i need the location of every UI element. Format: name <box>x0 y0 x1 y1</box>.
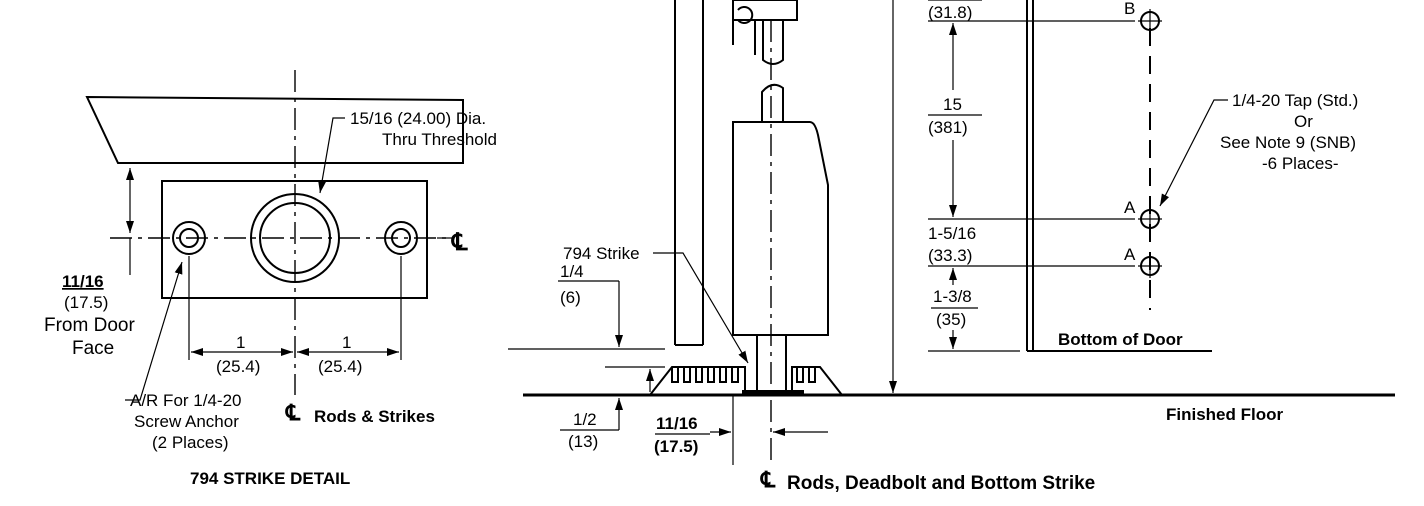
tap-note-line-4: -6 Places- <box>1262 154 1339 173</box>
half-dim-value: 1/2 <box>573 410 597 429</box>
offset-dim-value: 11/16 <box>62 272 104 291</box>
offset-dim-mm: (17.5) <box>64 293 108 312</box>
door-elevation: 794 Strike 1/4 (6) 1/2 (13) 11/16 (17.5)… <box>508 0 1395 494</box>
deadbolt-housing <box>732 121 829 336</box>
left-anchor-inner <box>179 228 199 248</box>
spacing-left-mm: (25.4) <box>216 357 260 376</box>
hole-a2-label: A <box>1124 245 1136 264</box>
hole-a1-label: A <box>1124 198 1136 217</box>
dim-138-mm: (35) <box>936 310 966 329</box>
bottom-of-door-label: Bottom of Door <box>1058 330 1183 349</box>
spacing-left-value: 1 <box>236 333 245 352</box>
half-dim-mm: (13) <box>568 432 598 451</box>
elev-cl-symbol: ℄ <box>760 467 776 492</box>
finished-floor-label: Finished Floor <box>1166 405 1283 424</box>
bottom-cl-symbol: ℄ <box>285 400 301 425</box>
anchor-note-line-3: (2 Places) <box>152 433 229 452</box>
offset-note-line-2: Face <box>72 338 114 359</box>
tap-note-line-1: 1/4-20 Tap (Std.) <box>1232 91 1358 110</box>
hole-b <box>1138 9 1162 33</box>
spacing-right-value: 1 <box>342 333 351 352</box>
rod-clip <box>737 6 754 24</box>
strike-label: 794 Strike <box>563 244 640 263</box>
anchor-note-line-1: A/R For 1/4-20 <box>130 391 242 410</box>
center-hole-inner <box>259 202 331 274</box>
hole-callout-line-1: 15/16 (24.00) Dia. <box>350 109 486 128</box>
center-hole-outer <box>250 193 340 283</box>
tap-note-leader <box>1159 99 1228 207</box>
dim-138-value: 1-3/8 <box>933 287 972 306</box>
dim-15-mm: (381) <box>928 118 968 137</box>
rod-upper-left <box>762 20 784 65</box>
right-anchor-outer <box>384 221 418 255</box>
tap-note-line-2: Or <box>1294 112 1313 131</box>
quarter-dim-mm: (6) <box>560 288 581 307</box>
strike-detail: 15/16 (24.00) Dia. Thru Threshold ℄ 11/1… <box>44 70 497 488</box>
dim-1516-value: 1-5/16 <box>928 224 976 243</box>
door-edge-view: Bottom of Door B A A (31.8) <box>928 0 1358 424</box>
anchor-note-leader <box>125 261 183 401</box>
threshold-outline <box>85 95 464 164</box>
tap-note-line-3: See Note 9 (SNB) <box>1220 133 1356 152</box>
anchor-note-line-2: Screw Anchor <box>134 412 239 431</box>
strike-detail-title: 794 STRIKE DETAIL <box>190 469 350 488</box>
offset-dim-value-elev: 11/16 <box>656 414 698 433</box>
offset-note-line-1: From Door <box>44 315 135 336</box>
rod-guide-block <box>732 0 798 21</box>
spacing-right-mm: (25.4) <box>318 357 362 376</box>
bottom-cl-label: Rods & Strikes <box>314 407 435 426</box>
hole-a-lower <box>1138 254 1162 278</box>
cl-symbol: ℄ <box>451 229 468 256</box>
offset-dim-mm-elev: (17.5) <box>654 437 698 456</box>
strike-profile <box>649 366 843 396</box>
strike-base <box>742 390 804 395</box>
dim-15-value: 15 <box>943 95 962 114</box>
hole-a-upper <box>1138 207 1162 231</box>
left-anchor-outer <box>172 221 206 255</box>
hole-b-label: B <box>1124 0 1135 18</box>
hole-callout-line-2: Thru Threshold <box>382 130 497 149</box>
strike-label-leader <box>653 252 749 364</box>
hole-callout-leader <box>318 117 345 194</box>
quarter-dim-value: 1/4 <box>560 262 584 281</box>
dim-1516-mm: (33.3) <box>928 246 972 265</box>
right-anchor-inner <box>391 228 411 248</box>
elev-cl-label: Rods, Deadbolt and Bottom Strike <box>787 473 1095 494</box>
rod-lower <box>761 83 784 122</box>
dim-top-mm: (31.8) <box>928 3 972 22</box>
